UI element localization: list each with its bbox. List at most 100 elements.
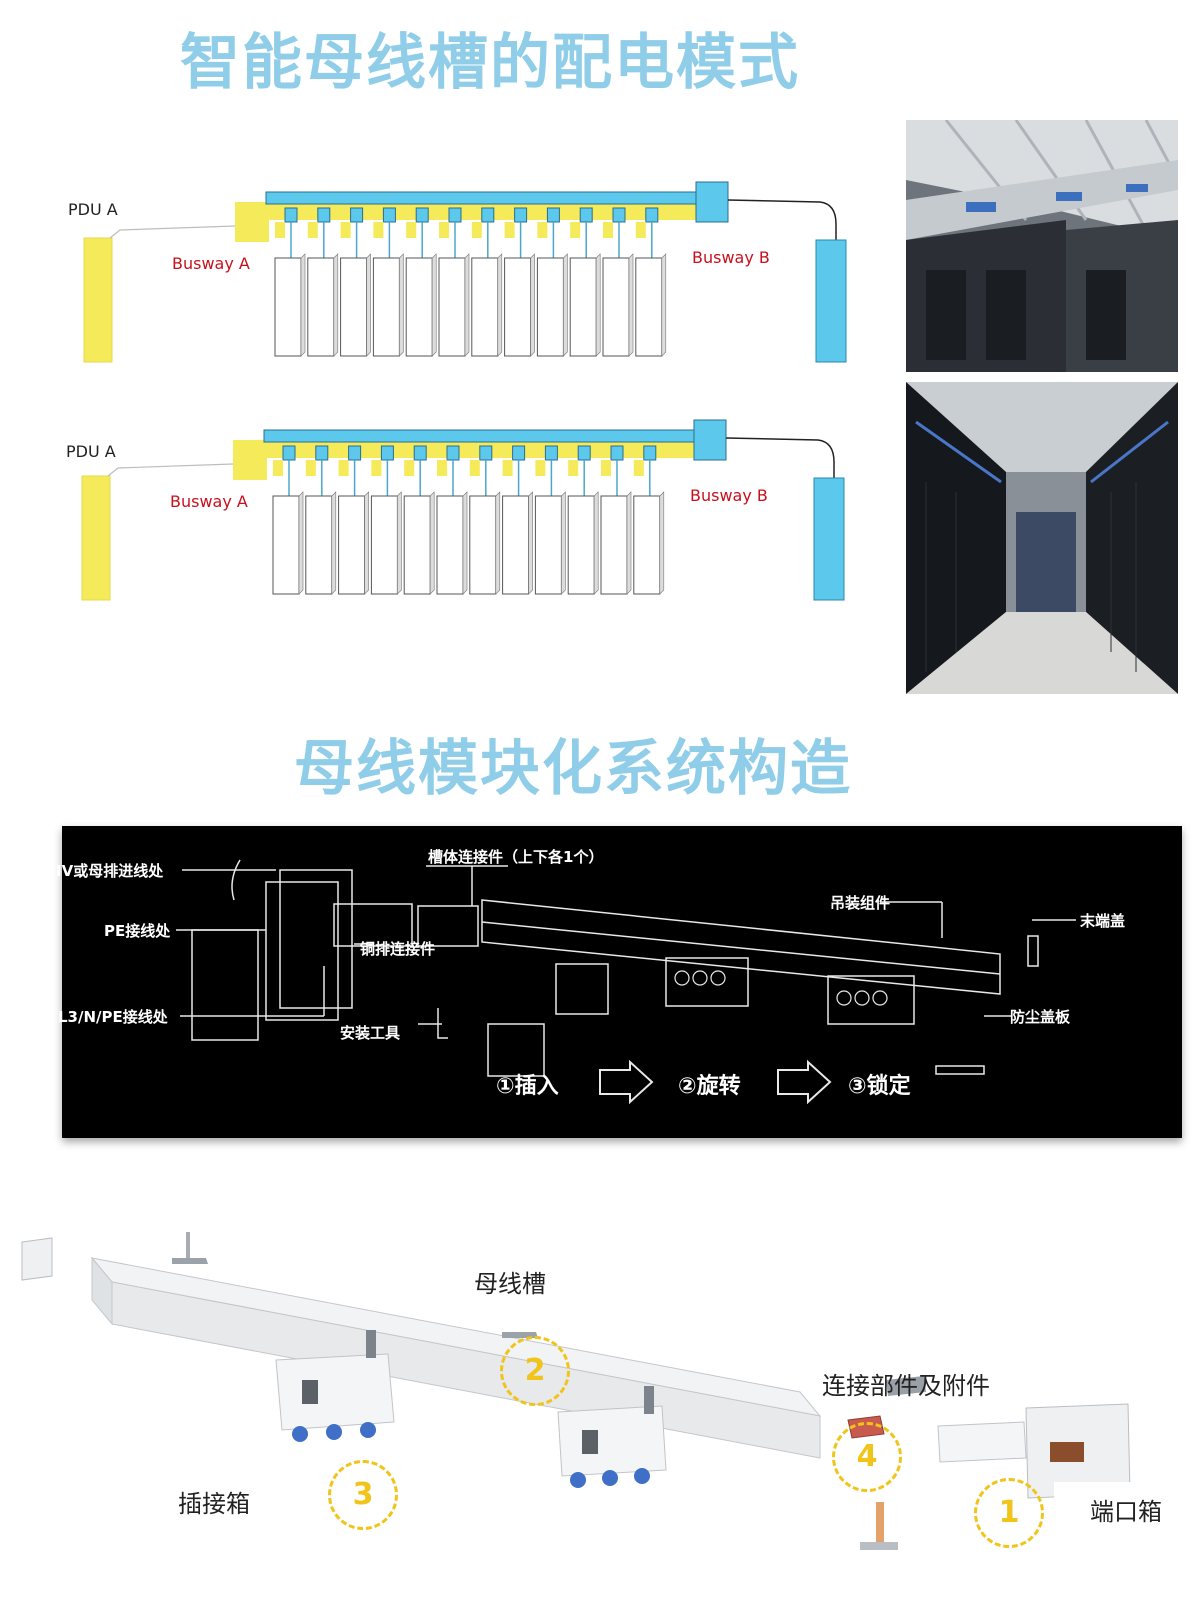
busway-a-tap: [469, 460, 480, 476]
busway-a-tap: [635, 222, 646, 238]
server-rack: [569, 257, 597, 357]
callout-4: 4: [832, 1422, 902, 1492]
busway-b-tap: [348, 445, 362, 461]
busway-b-tap: [350, 207, 364, 223]
diagram-shapes: [81, 419, 845, 601]
busway-b-label: Busway B: [692, 248, 770, 267]
server-rack: [635, 257, 663, 357]
server-rack-side: [528, 491, 533, 595]
server-rack-side: [595, 253, 601, 357]
server-rack: [272, 495, 300, 595]
busway-b-tap: [382, 207, 396, 223]
busway-a-tap: [439, 222, 449, 238]
server-rack-side: [462, 491, 468, 595]
busway-diagram-graphic: [81, 419, 845, 601]
label-copper-connector: 铜排连接件: [360, 940, 436, 958]
busway-a-tap: [275, 222, 285, 238]
label-end-cap: 末端盖: [1080, 912, 1126, 930]
busway-b-tap: [546, 207, 560, 223]
label-cable-entry: IV或母排进线处: [56, 862, 164, 880]
pdu-a-label: PDU A: [68, 200, 118, 219]
busway-a-tap: [307, 222, 318, 238]
busway-b-label: Busway B: [690, 486, 768, 505]
server-rack: [536, 257, 564, 357]
busway-a-tap: [340, 222, 351, 238]
step-rotate: ②旋转: [678, 1074, 741, 1099]
server-rack: [340, 257, 368, 357]
server-rack: [502, 495, 530, 595]
server-rack: [534, 495, 562, 595]
busway-a-tap: [504, 222, 515, 238]
server-rack-side: [464, 253, 470, 357]
server-rack: [372, 257, 400, 357]
server-rack-side: [563, 253, 568, 357]
server-rack-side: [495, 491, 501, 595]
server-rack-side: [429, 491, 435, 595]
server-rack: [338, 495, 366, 595]
server-rack-side: [298, 491, 304, 595]
pdu-a-cable: [109, 225, 236, 239]
busway-a-feed-box: [233, 440, 267, 480]
busway-b-tap: [413, 445, 427, 461]
label-install-tool: 安装工具: [340, 1024, 401, 1042]
busway-a-tap: [338, 460, 349, 476]
label-lnpe-terminal: L3/N/PE接线处: [58, 1008, 168, 1026]
busway-a-tap: [305, 460, 316, 476]
structure-diagram-panel: IV或母排进线处 PE接线处 L3/N/PE接线处 槽体连接件（上下各1个） 铜…: [56, 826, 1182, 1138]
callout-1: 1: [974, 1478, 1044, 1548]
server-rack: [274, 257, 302, 357]
label-connectors: 连接部件及附件: [822, 1372, 990, 1400]
server-rack: [370, 495, 398, 595]
busway-diagram-graphic: [83, 181, 847, 363]
server-rack-side: [399, 253, 404, 357]
busway-a-tap: [373, 222, 384, 238]
busway-a-tap: [404, 460, 415, 476]
label-dust-cover: 防尘盖板: [1010, 1008, 1071, 1026]
datacenter-aisle-icon: [906, 382, 1178, 694]
server-rack-side: [530, 253, 535, 357]
busway-b-tap: [446, 445, 460, 461]
server-rack: [307, 257, 335, 357]
server-rack-side: [497, 253, 503, 357]
power-diagram-1: PDU A Busway A Busway B: [60, 180, 860, 380]
busway-a-tap: [601, 460, 611, 476]
datacenter-ceiling-busway-icon: [906, 120, 1178, 372]
server-rack: [438, 257, 466, 357]
server-rack-side: [331, 491, 337, 595]
server-rack-side: [397, 491, 402, 595]
server-rack: [403, 495, 431, 595]
busway-a-tap: [273, 460, 283, 476]
busway-b-tap: [481, 207, 495, 223]
step-insert: ①插入: [496, 1074, 559, 1099]
busway-b-tap: [282, 445, 296, 461]
busway-b-feed-box: [695, 181, 729, 223]
busway-b-tap: [577, 445, 591, 461]
server-rack: [436, 495, 464, 595]
busway-b-tap: [514, 207, 528, 223]
busway-a-tap: [537, 222, 548, 238]
busway-a-tap: [471, 222, 482, 238]
busway-b-bar: [263, 429, 701, 443]
busway-b-tap: [610, 445, 624, 461]
server-rack-side: [364, 491, 369, 595]
server-rack-side: [626, 491, 632, 595]
busway-b-tap: [380, 445, 394, 461]
page-title-distribution: 智能母线槽的配电模式: [180, 28, 800, 98]
step-lock: ③锁定: [848, 1074, 911, 1099]
busway-a-tap: [371, 460, 382, 476]
pdu-a-box: [81, 475, 111, 601]
pdu-a-label: PDU A: [66, 442, 116, 461]
label-pe-terminal: PE接线处: [104, 922, 171, 940]
label-plug-box: 插接箱: [178, 1490, 250, 1518]
busway-a-tap: [502, 460, 513, 476]
busway-b-tap: [317, 207, 331, 223]
server-rack-side: [593, 491, 599, 595]
server-rack: [469, 495, 497, 595]
callout-2: 2: [500, 1336, 570, 1406]
server-rack: [602, 257, 630, 357]
busway-b-bar: [265, 191, 703, 205]
pdu-a-cable: [107, 463, 234, 477]
busway-b-tap: [448, 207, 462, 223]
label-port-box: 端口箱: [1090, 1498, 1162, 1526]
busway-a-tap: [603, 222, 613, 238]
